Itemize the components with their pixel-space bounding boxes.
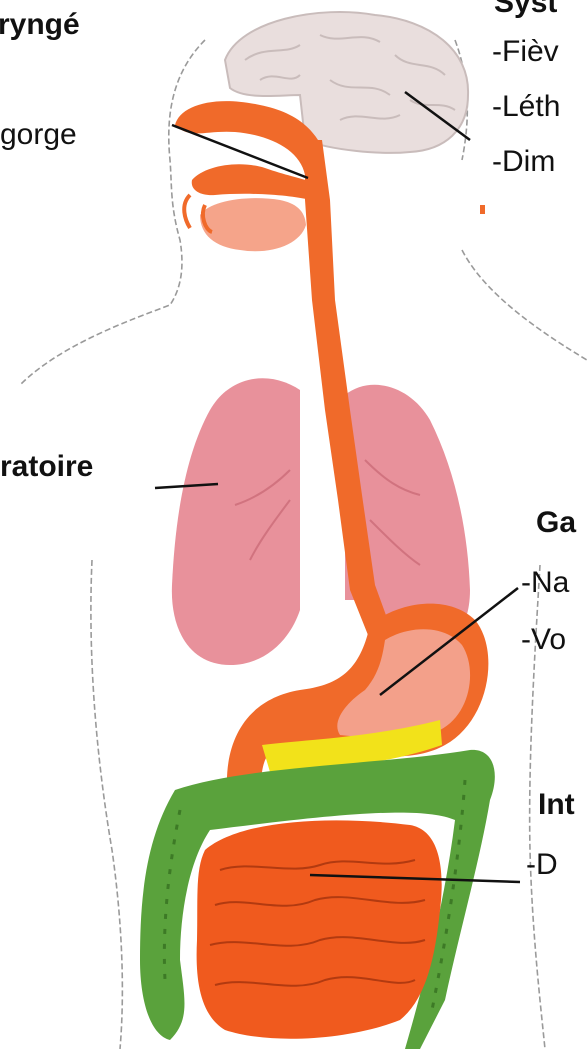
gastric-title: Ga xyxy=(536,508,576,538)
intestine-line-1: -D xyxy=(526,850,558,880)
system-title: Syst xyxy=(494,0,557,18)
system-line-3: -Dim xyxy=(492,147,555,177)
respiratory-title: ratoire xyxy=(0,452,93,482)
pharynx-line-1: gorge xyxy=(0,120,77,150)
system-line-2: -Léth xyxy=(492,92,560,122)
gastric-line-1: -Na xyxy=(521,568,569,598)
intestine-title: Int xyxy=(538,790,575,820)
small-intestine xyxy=(197,820,442,1038)
gastric-line-2: -Vo xyxy=(521,625,566,655)
small-orange-mark xyxy=(480,205,485,214)
system-line-1: -Fièv xyxy=(492,37,559,67)
pharynx-title: ryngé xyxy=(0,10,80,40)
